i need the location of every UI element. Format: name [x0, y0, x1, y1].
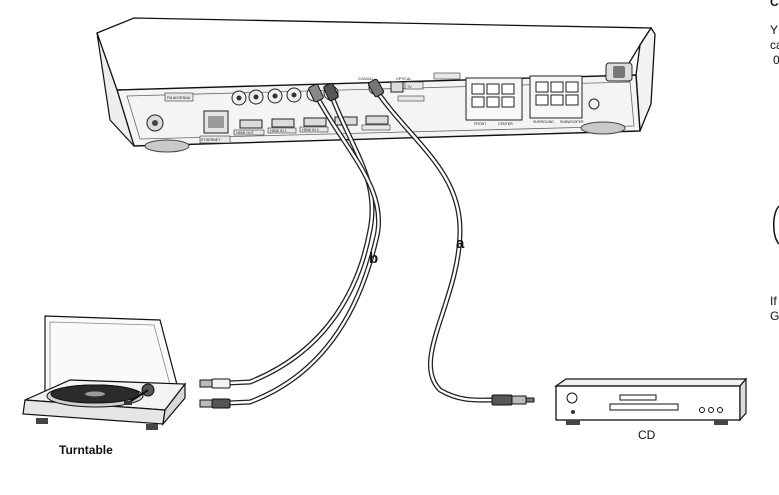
hdmi-ports	[233, 115, 391, 136]
turntable	[22, 315, 187, 430]
hdmi-in1-label: HDMI IN 1	[270, 129, 287, 133]
cable-a	[373, 87, 497, 403]
cable-b	[225, 91, 382, 406]
cd-label: CD	[638, 428, 656, 442]
subwoofer-label: SUBWOOFER	[560, 120, 584, 124]
receiver-plugs	[308, 78, 385, 103]
ethernet-label: ETHERNET	[201, 138, 221, 142]
cable-a-label: a	[456, 235, 465, 252]
edge-text-line1: Y	[770, 23, 779, 37]
cable-b-label: b	[369, 250, 379, 267]
av-receiver: FM ANTENNA ETHERNET HDMI OUT HDMI IN 1 H…	[96, 17, 656, 153]
fm-antenna-jack	[146, 92, 194, 132]
edge-heading-fragment: C	[770, 0, 779, 9]
edge-text-lower1: If	[770, 294, 777, 308]
edge-text-line2: ca	[770, 38, 779, 52]
coaxial-label: COAXIAL	[358, 77, 374, 81]
turntable-label: Turntable	[59, 443, 113, 457]
hdmi-in2-label: HDMI IN 2	[302, 128, 319, 132]
edge-text-line3: 0	[773, 53, 779, 67]
speaker-terminals	[465, 75, 600, 121]
edge-text-lower2: G	[770, 309, 779, 323]
cd-player	[554, 377, 748, 425]
tv-label: TV	[407, 85, 412, 89]
cd-rca-plug	[491, 394, 535, 406]
front-label: FRONT	[474, 122, 487, 126]
center-label: CENTER	[498, 122, 513, 126]
turntable-rca-plugs	[199, 378, 231, 409]
optical-port	[390, 81, 404, 93]
optical-label: OPTICAL	[396, 77, 411, 81]
cropped-connector-shape	[773, 205, 779, 245]
hdmi-out-label: HDMI OUT	[236, 131, 255, 135]
surround-label: SURROUND	[533, 120, 554, 124]
fm-antenna-label: FM ANTENNA	[167, 96, 191, 100]
